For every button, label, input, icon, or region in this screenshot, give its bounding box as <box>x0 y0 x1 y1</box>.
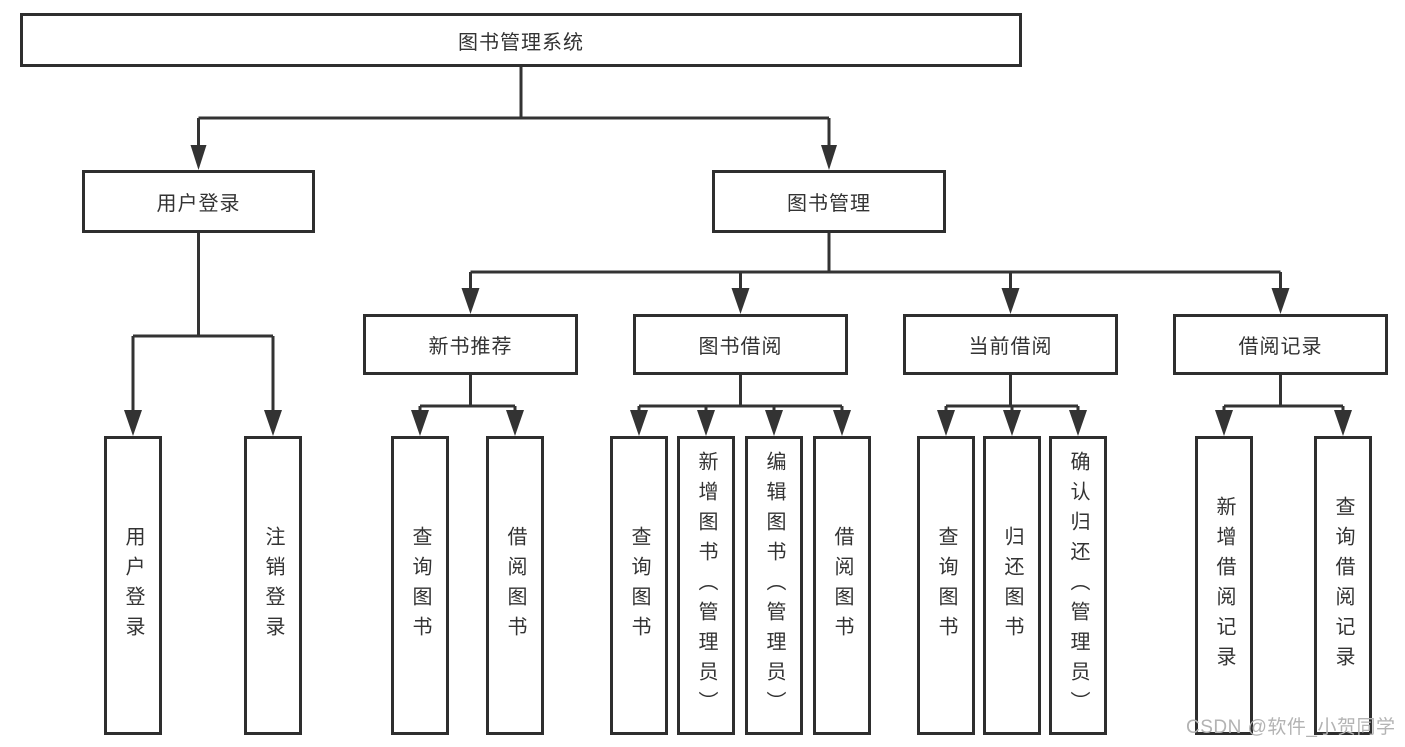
node-label: 用户登录 <box>122 525 144 646</box>
connector-newbookrec-to-leaves <box>418 375 517 414</box>
node-label: 新增图书（管理员） <box>695 450 717 721</box>
node-label: 确认归还（管理员） <box>1067 450 1089 721</box>
node-book-borrow: 图书借阅 <box>633 314 848 375</box>
node-book-management: 图书管理 <box>712 170 946 233</box>
node-leaf-query-books: 查询图书 <box>610 436 668 735</box>
node-label: 查询图书 <box>628 525 650 646</box>
node-leaf-edit-books-admin: 编辑图书（管理员） <box>745 436 803 735</box>
node-label: 借阅图书 <box>504 525 526 646</box>
connector-bookmgmt-to-level2 <box>469 233 1282 292</box>
csdn-watermark: CSDN @软件_小贺同学 <box>1186 717 1396 738</box>
connector-userlogin-to-leaves <box>131 233 275 414</box>
node-leaf-borrow-books: 借阅图书 <box>813 436 871 735</box>
node-new-book-recommend: 新书推荐 <box>363 314 578 375</box>
arrowheads-level2 <box>461 288 1290 314</box>
node-current-borrow: 当前借阅 <box>903 314 1118 375</box>
node-leaf-return-books: 归还图书 <box>983 436 1041 735</box>
node-leaf-add-books-admin: 新增图书（管理员） <box>677 436 735 735</box>
node-label: 新书推荐 <box>428 336 513 358</box>
arrowheads-leaves <box>124 410 1352 436</box>
node-leaf-query-borrow-record: 查询借阅记录 <box>1314 436 1372 735</box>
connector-currentborrow-to-leaves <box>944 375 1080 414</box>
node-borrow-record: 借阅记录 <box>1173 314 1388 375</box>
node-leaf-confirm-return-admin: 确认归还（管理员） <box>1049 436 1107 735</box>
node-label: 图书借阅 <box>698 336 783 358</box>
node-label: 注销登录 <box>262 525 284 646</box>
arrowheads-level1 <box>190 145 837 170</box>
node-user-login: 用户登录 <box>82 170 315 233</box>
node-label: 当前借阅 <box>968 336 1053 358</box>
node-system-root: 图书管理系统 <box>20 13 1022 67</box>
node-label: 查询图书 <box>935 525 957 646</box>
node-leaf-query-books: 查询图书 <box>391 436 449 735</box>
node-leaf-query-books: 查询图书 <box>917 436 975 735</box>
node-label: 图书管理系统 <box>458 31 584 54</box>
connector-root-to-level1 <box>197 67 831 148</box>
node-leaf-logout: 注销登录 <box>244 436 302 735</box>
connector-borrowrecord-to-leaves <box>1222 375 1345 414</box>
node-label: 查询图书 <box>409 525 431 646</box>
node-label: 编辑图书（管理员） <box>763 450 785 721</box>
node-label: 借阅记录 <box>1238 336 1323 358</box>
connector-bookborrow-to-leaves <box>637 375 844 414</box>
node-label: 用户登录 <box>156 193 241 215</box>
node-leaf-borrow-books: 借阅图书 <box>486 436 544 735</box>
node-label: 图书管理 <box>787 193 871 215</box>
node-leaf-user-login: 用户登录 <box>104 436 162 735</box>
node-label: 借阅图书 <box>831 525 853 646</box>
node-label: 新增借阅记录 <box>1213 495 1235 676</box>
node-leaf-add-borrow-record: 新增借阅记录 <box>1195 436 1253 735</box>
node-label: 归还图书 <box>1001 525 1023 646</box>
node-label: 查询借阅记录 <box>1332 495 1354 676</box>
